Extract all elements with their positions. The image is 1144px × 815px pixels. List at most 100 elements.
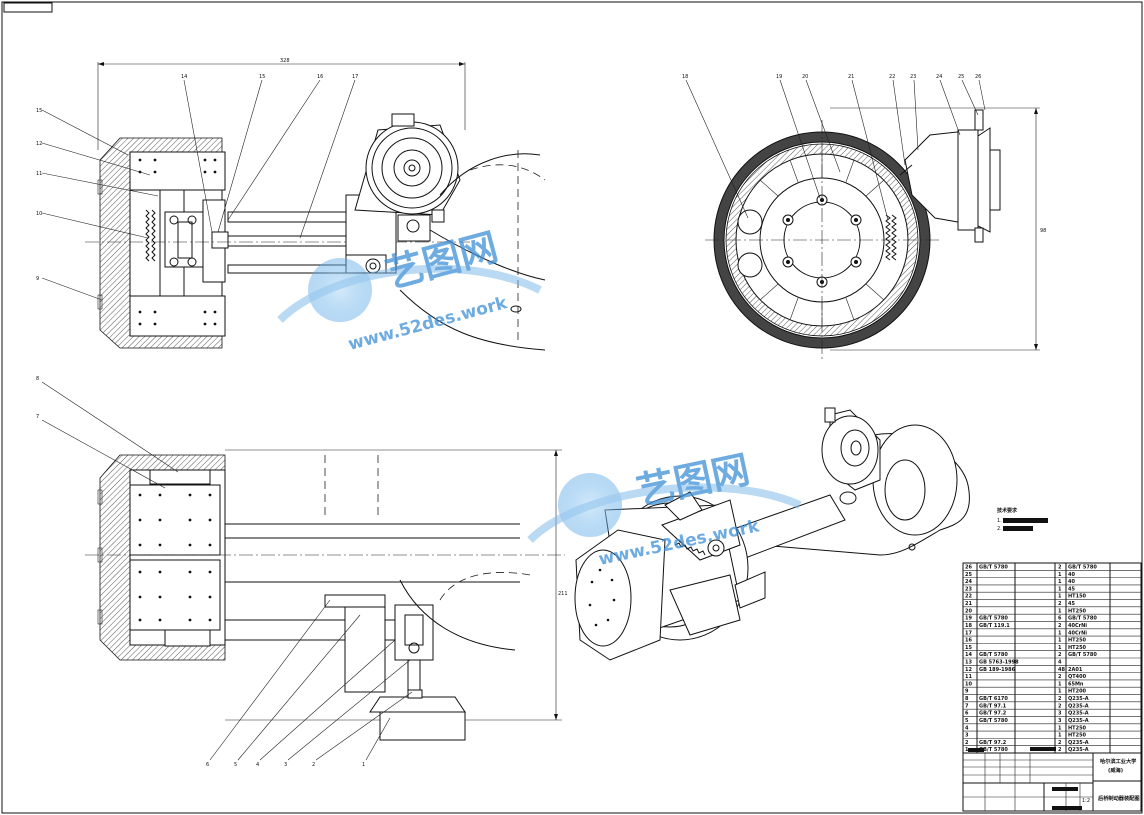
bom-cell-material: Q235-A xyxy=(1068,718,1089,724)
dim-side-height: 98 xyxy=(1040,228,1046,234)
bom-cell-qty: 1 xyxy=(1058,608,1062,614)
svg-text:9: 9 xyxy=(36,276,39,282)
top-view: 328 xyxy=(85,58,546,351)
svg-text:21: 21 xyxy=(848,74,854,80)
bom-cell-no: 4 xyxy=(965,725,969,731)
bom-cell-no: 23 xyxy=(965,586,972,592)
bom-cell-material: Q235-A xyxy=(1068,740,1089,746)
side-view-leaders xyxy=(685,79,986,221)
front-view-labels: 8 7 6 5 4 3 2 1 xyxy=(36,376,365,768)
bom-cell-code: GB/T 97.1 xyxy=(979,703,1007,709)
bom-row: 26 GB/T 5780 2 GB/T 5780 xyxy=(965,565,1097,571)
svg-text:24: 24 xyxy=(936,74,942,80)
bom-cell-qty: 1 xyxy=(1058,645,1062,651)
bom-cell-no: 2 xyxy=(965,740,969,746)
school-name: 哈尔滨工业大学 xyxy=(1100,757,1136,765)
bom-cell-material: HT250 xyxy=(1068,725,1087,731)
svg-text:15: 15 xyxy=(36,108,42,114)
bom-cell-qty: 3 xyxy=(1058,711,1062,717)
svg-text:11: 11 xyxy=(36,171,42,177)
svg-text:19: 19 xyxy=(776,74,782,80)
top-view-leaders xyxy=(41,79,356,301)
svg-text:18: 18 xyxy=(682,74,688,80)
bom-cell-no: 24 xyxy=(965,579,972,585)
bom-cell-qty: 2 xyxy=(1058,623,1062,629)
bom-cell-no: 20 xyxy=(965,608,972,614)
bom-cell-qty: 1 xyxy=(1058,630,1062,636)
bom-cell-material: Q235-A xyxy=(1068,696,1089,702)
svg-text:6: 6 xyxy=(206,762,209,768)
bom-cell-qty: 1 xyxy=(1058,638,1062,644)
bom-cell-material: GB/T 5780 xyxy=(1068,565,1097,571)
svg-text:26: 26 xyxy=(975,74,981,80)
school-sub: (威海) xyxy=(1108,766,1123,774)
svg-text:14: 14 xyxy=(181,74,187,80)
front-view: 211 xyxy=(85,449,568,741)
bom-cell-code: GB/T 5780 xyxy=(979,747,1008,753)
bom-cell-code: GB/T 119.1 xyxy=(979,623,1010,629)
bom-cell-material: HT250 xyxy=(1068,608,1087,614)
bom-row: 2 GB/T 97.2 2 Q235-A xyxy=(965,740,1089,746)
svg-text:20: 20 xyxy=(802,74,808,80)
bom-cell-qty: 48 xyxy=(1058,667,1065,673)
bom-cell-no: 25 xyxy=(965,572,972,578)
tech-notes: 技术要求 1. 2. xyxy=(997,507,1048,532)
front-view-leaders xyxy=(41,381,413,761)
bom-cell-material: HT250 xyxy=(1068,645,1087,651)
bom-cell-code: GB 5763-1998 xyxy=(979,660,1019,666)
bom-cell-qty: 2 xyxy=(1058,703,1062,709)
bom-cell-code: GB/T 97.2 xyxy=(979,740,1007,746)
bom-cell-no: 18 xyxy=(965,623,972,629)
bom-row: 15 1 HT250 xyxy=(965,645,1087,651)
bom-cell-code: GB/T 5780 xyxy=(979,616,1008,622)
bom-cell-material: HT250 xyxy=(1068,733,1087,739)
bom-cell-material: Q235-A xyxy=(1068,711,1089,717)
bom-cell-material: 65Mn xyxy=(1068,681,1084,687)
bom-cell-qty: 2 xyxy=(1058,565,1062,571)
top-view-labels: 15 12 11 10 9 14 15 16 17 xyxy=(36,74,358,282)
bom-cell-material: 45 xyxy=(1068,601,1075,607)
bom-cell-qty: 1 xyxy=(1058,579,1062,585)
side-view: 98 xyxy=(705,107,1046,360)
bom-cell-qty: 1 xyxy=(1058,733,1062,739)
bom-cell-material: QT400 xyxy=(1068,674,1087,680)
svg-text:2: 2 xyxy=(312,762,315,768)
bom-cell-qty: 2 xyxy=(1058,740,1062,746)
bom-cell-no: 15 xyxy=(965,645,972,651)
title-block: 哈尔滨工业大学 (威海) 后桥制动器装配图 1:2 xyxy=(962,747,1142,812)
bom-cell-code: GB/T 5780 xyxy=(979,565,1008,571)
isometric-view xyxy=(574,407,970,661)
svg-text:2.: 2. xyxy=(997,526,1002,532)
svg-text:4: 4 xyxy=(256,762,259,768)
bom-cell-code: GB/T 5780 xyxy=(979,652,1008,658)
bom-cell-material: 40CrNi xyxy=(1068,630,1087,636)
svg-text:5: 5 xyxy=(234,762,237,768)
bom-cell-material: 45 xyxy=(1068,586,1075,592)
bom-cell-no: 26 xyxy=(965,565,972,571)
bom-cell-qty: 1 xyxy=(1058,572,1062,578)
svg-text:7: 7 xyxy=(36,414,39,420)
bom-cell-no: 22 xyxy=(965,594,972,600)
bom-row: 20 1 HT250 xyxy=(965,608,1087,614)
bom-cell-qty: 1 xyxy=(1058,689,1062,695)
side-view-labels: 18 19 20 21 22 23 24 25 26 xyxy=(682,74,981,80)
bom-cell-code: GB 189-1986 xyxy=(979,667,1016,673)
svg-text:1: 1 xyxy=(362,762,365,768)
svg-text:技术要求: 技术要求 xyxy=(997,507,1018,514)
bom-cell-qty: 1 xyxy=(1058,681,1062,687)
bom-cell-material: HT200 xyxy=(1068,689,1087,695)
